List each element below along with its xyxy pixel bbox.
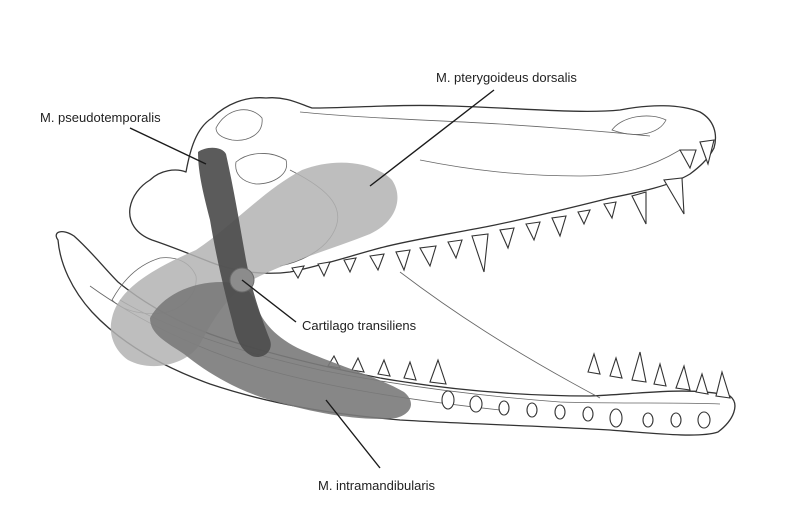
jaw-inner-diagonal (399, 271, 601, 399)
upper-teeth (291, 139, 715, 280)
m-intramandibularis-shape (150, 282, 411, 419)
label-pseudotemporalis: M. pseudotemporalis (40, 110, 161, 125)
skull-suture-1 (299, 111, 651, 137)
leader-cartilago (241, 279, 297, 323)
leader-pseudotemporalis (129, 127, 207, 165)
m-pseudotemporalis-shape (198, 147, 271, 358)
leader-intramandibularis (325, 399, 381, 469)
label-intramandibularis: M. intramandibularis (318, 478, 436, 493)
orbit-outline (215, 109, 263, 141)
nostril-outline (611, 115, 667, 135)
skull-suture-3 (419, 149, 681, 177)
temporal-fenestra (235, 153, 287, 185)
label-cartilago-transiliens: Cartilago transiliens (302, 318, 417, 333)
leader-pterygoideus (369, 89, 495, 187)
lower-teeth (327, 351, 731, 429)
label-pterygoideus-dorsalis: M. pterygoideus dorsalis (436, 70, 577, 85)
